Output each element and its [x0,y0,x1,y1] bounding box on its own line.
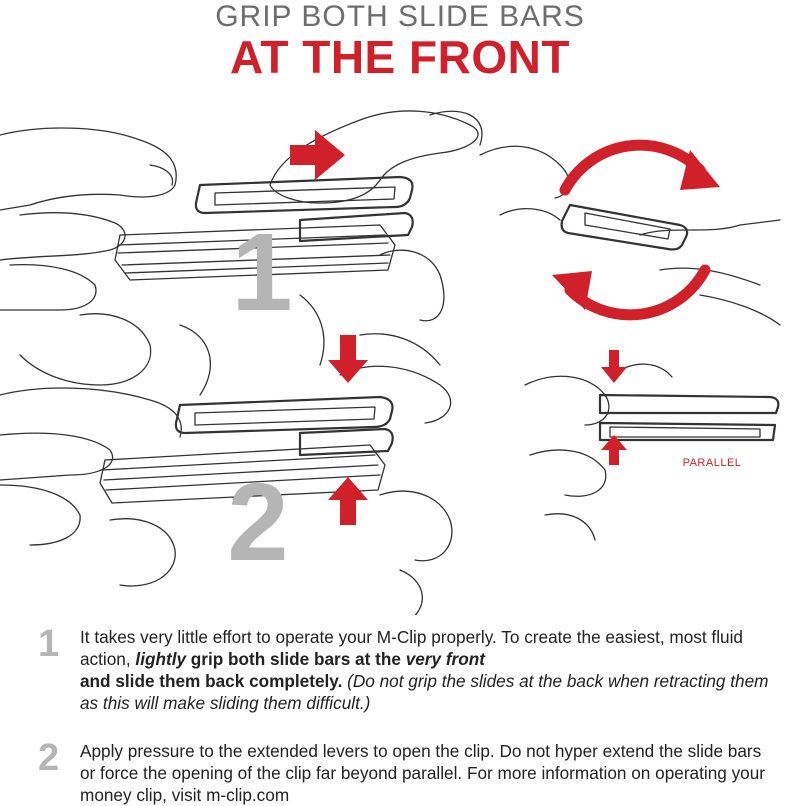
rotate-arrow-top-3 [559,139,706,196]
step-number: 2 [38,737,60,779]
instruction-steps: 1 It takes very little effort to operate… [38,623,778,806]
step-text-italic: (Do not grip the slides at the back when… [80,671,769,713]
panel-2-illustration: 2 [0,335,453,615]
step-text-part: It takes very little effort to operate y… [80,627,743,669]
clip-top-2 [174,395,394,435]
right-thumb-1 [269,110,479,204]
step-text-bold: grip both slide bars at the [186,649,406,669]
heading-line-1: GRIP BOTH SLIDE BARS [215,0,585,33]
clip-top-1 [194,175,414,215]
press-arrow-up-4 [601,435,627,465]
step-text-emphasis: very front [405,649,485,669]
rotate-arrow-bottom-3 [564,264,711,321]
press-arrow-down-4 [601,350,627,383]
step-text-bold: and slide them back completely. [80,671,343,691]
clip-4 [598,393,780,415]
instruction-illustration: 1 2 [0,110,781,615]
left-hand-1 [0,127,177,211]
big-number-2: 2 [227,461,288,584]
step-text: It takes very little effort to operate y… [80,626,778,714]
press-arrow-down-2 [328,335,368,383]
step-text: Apply pressure to the extended levers to… [80,741,766,805]
clip-bottom-1 [298,211,414,243]
panel-1-illustration: 1 [0,110,483,396]
step-number: 1 [38,623,60,665]
big-number-1: 1 [231,211,292,334]
parallel-label: PARALLEL [683,457,742,469]
press-arrow-up-2 [328,477,368,525]
clip-bottom-2 [298,427,394,457]
heading-line-2: AT THE FRONT [230,31,570,83]
panel-4-illustration: PARALLEL [524,350,780,541]
wallet-2 [99,444,386,504]
clip-3 [560,203,689,251]
push-arrow-1 [290,130,345,180]
step-1: 1 It takes very little effort to operate… [38,623,778,714]
panel-3-illustration [479,139,781,326]
step-text-emphasis: lightly [135,649,187,669]
wallet-1 [114,224,396,281]
step-2: 2 Apply pressure to the extended levers … [38,737,778,806]
